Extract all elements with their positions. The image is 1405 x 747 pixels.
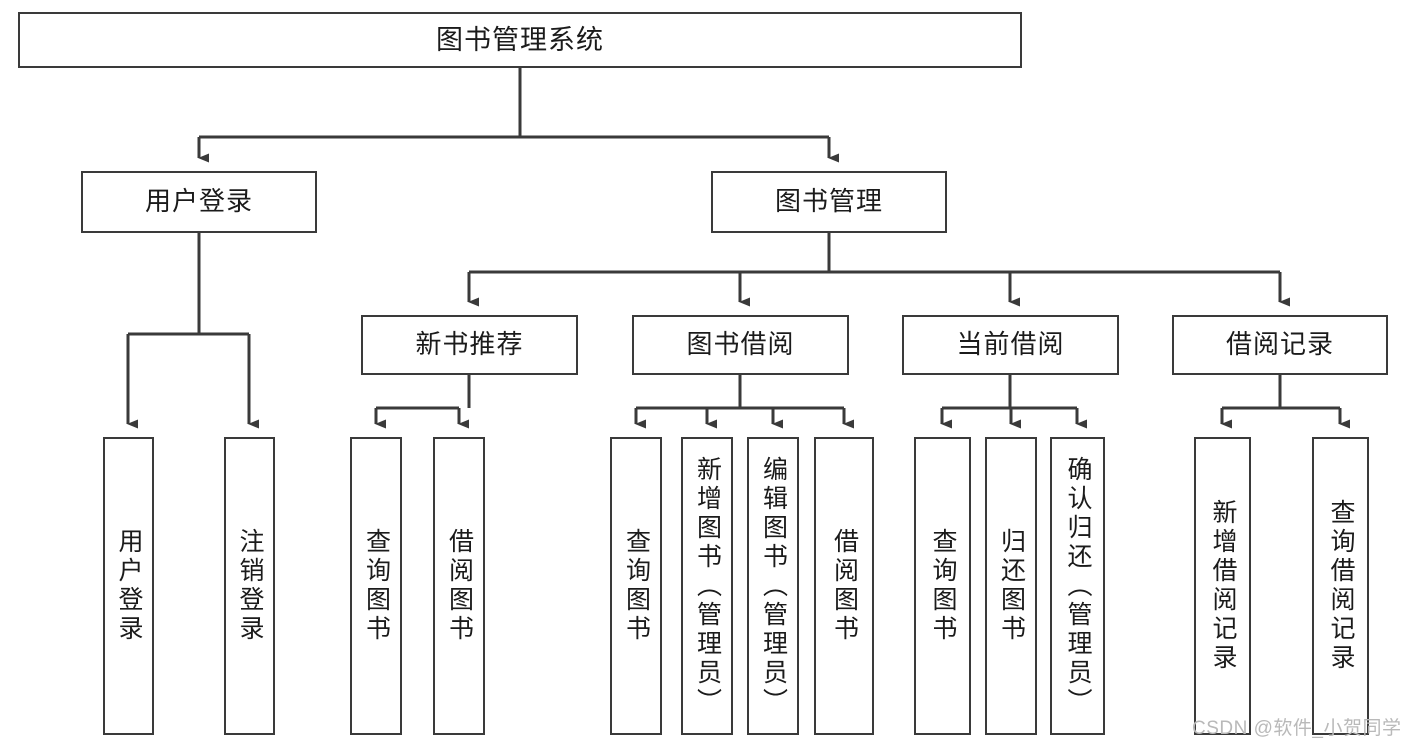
node-label: 借阅图书 xyxy=(445,528,474,644)
node-label: 新增图书（管理员） xyxy=(693,455,722,717)
node-leaf-query-book-1[interactable]: 查询图书 xyxy=(350,437,402,735)
node-leaf-query-book-2[interactable]: 查询图书 xyxy=(610,437,662,735)
node-leaf-add-record[interactable]: 新增借阅记录 xyxy=(1194,437,1251,735)
node-leaf-return-book[interactable]: 归还图书 xyxy=(985,437,1037,735)
node-label: 确认归还（管理员） xyxy=(1064,455,1092,717)
node-leaf-borrow-book-2[interactable]: 借阅图书 xyxy=(814,437,874,735)
node-leaf-edit-book[interactable]: 编辑图书（管理员） xyxy=(747,437,799,735)
node-label: 注销登录 xyxy=(236,528,264,644)
node-leaf-confirm-return[interactable]: 确认归还（管理员） xyxy=(1050,437,1105,735)
node-book-manage[interactable]: 图书管理 xyxy=(711,171,947,233)
node-leaf-borrow-book-1[interactable]: 借阅图书 xyxy=(433,437,485,735)
node-label: 图书管理系统 xyxy=(436,24,604,55)
node-borrow-record[interactable]: 借阅记录 xyxy=(1172,315,1388,375)
node-label: 归还图书 xyxy=(997,528,1026,644)
node-leaf-logout-login[interactable]: 注销登录 xyxy=(224,437,275,735)
node-book-borrow[interactable]: 图书借阅 xyxy=(632,315,849,375)
csdn-watermark: CSDN @软件_小贺同学 xyxy=(1192,718,1402,739)
node-label: 用户登录 xyxy=(144,186,253,217)
node-leaf-query-book-3[interactable]: 查询图书 xyxy=(914,437,971,735)
node-label: 图书管理 xyxy=(774,186,883,217)
node-label: 编辑图书（管理员） xyxy=(759,455,788,717)
node-label: 查询图书 xyxy=(362,528,391,644)
node-label: 当前借阅 xyxy=(956,329,1065,360)
node-current-borrow[interactable]: 当前借阅 xyxy=(902,315,1119,375)
node-leaf-add-book[interactable]: 新增图书（管理员） xyxy=(681,437,733,735)
node-label: 借阅图书 xyxy=(830,528,859,644)
node-label: 新增借阅记录 xyxy=(1209,499,1237,673)
node-user-login[interactable]: 用户登录 xyxy=(81,171,317,233)
node-new-book-recommend[interactable]: 新书推荐 xyxy=(361,315,578,375)
node-label: 借阅记录 xyxy=(1225,329,1334,360)
node-label: 查询图书 xyxy=(622,528,651,644)
node-label: 查询借阅记录 xyxy=(1327,499,1355,673)
node-label: 查询图书 xyxy=(929,528,957,644)
node-label: 用户登录 xyxy=(115,528,143,644)
node-label: 新书推荐 xyxy=(415,329,524,360)
node-leaf-user-login[interactable]: 用户登录 xyxy=(103,437,154,735)
node-leaf-query-record[interactable]: 查询借阅记录 xyxy=(1312,437,1369,735)
node-root[interactable]: 图书管理系统 xyxy=(18,12,1022,68)
node-label: 图书借阅 xyxy=(686,329,795,360)
